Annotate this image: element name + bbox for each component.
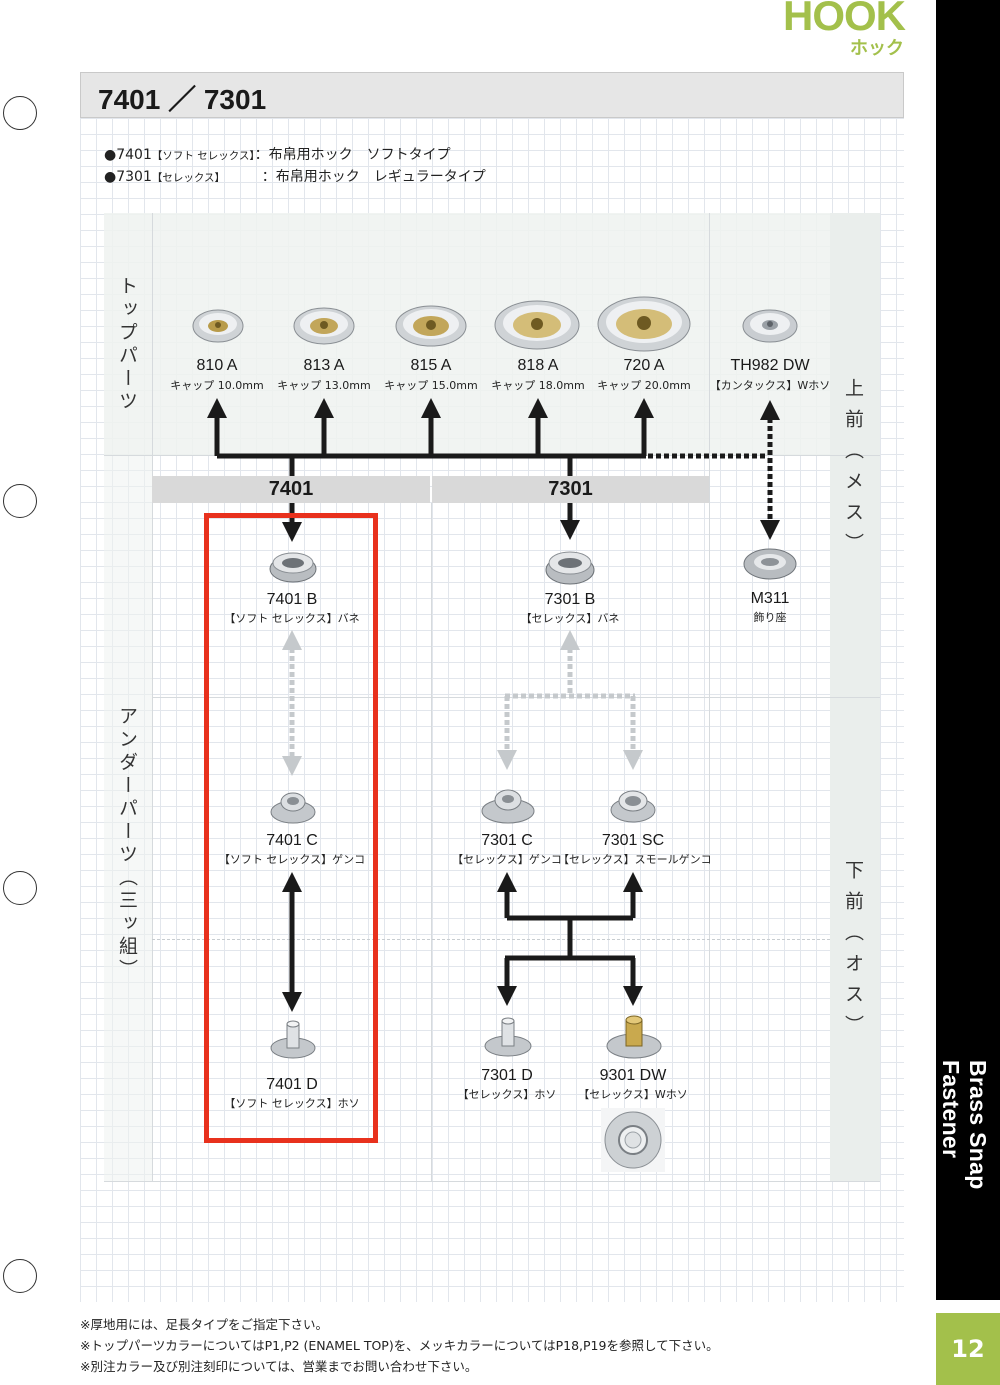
binder-hole: [3, 484, 37, 518]
part-desc-7401b: 【ソフト セレックス】バネ: [224, 612, 360, 625]
under-parts-band: [104, 455, 152, 1181]
under-parts-label: アンダーパーツ（三ッ組）: [116, 706, 138, 982]
bullet-7301: ●7301【セレックス】 ：布帛用ホック レギュラータイプ: [104, 169, 486, 185]
part-code-815a: 815 A: [410, 357, 452, 374]
part-desc-7301sc: 【セレックス】スモールゲンコ: [558, 853, 712, 866]
part-code-7401b: 7401 B: [266, 591, 318, 608]
part-code-m311: M311: [750, 590, 790, 607]
bullet-7401: ●7401【ソフト セレックス】：布帛用ホック ソフトタイプ: [104, 147, 451, 163]
column-header-7401: 7401: [152, 476, 430, 503]
cap-815a-icon: [395, 305, 467, 347]
socket-7301b-icon: [545, 551, 595, 585]
part-desc-7301c: 【セレックス】ゲンコ: [452, 853, 562, 866]
part-code-813a: 813 A: [303, 357, 345, 374]
part-desc-7401d: 【ソフト セレックス】ホソ: [224, 1097, 360, 1110]
cap-th982dw-icon: [742, 309, 798, 343]
upper-label: 上前（メス）: [842, 378, 864, 564]
part-desc-813a: キャップ 13.0mm: [277, 379, 371, 392]
lower-label: 下前（オス）: [842, 860, 864, 1046]
sidebar-brand-label: Brass Snap Fastener: [938, 1060, 991, 1190]
divider: [104, 1181, 880, 1182]
part-desc-815a: キャップ 15.0mm: [384, 379, 478, 392]
header-bar: [80, 72, 904, 118]
part-code-7301c: 7301 C: [481, 832, 533, 849]
footnote-2: ※トップパーツカラーについてはP1,P2 (ENAMEL TOP)を、メッキカラ…: [80, 1338, 719, 1353]
page-number: 12: [936, 1313, 1000, 1385]
part-code-7301b: 7301 B: [544, 591, 596, 608]
part-desc-720a: キャップ 20.0mm: [597, 379, 691, 392]
sidebar: [936, 0, 1000, 1300]
part-code-720a: 720 A: [623, 357, 665, 374]
part-desc-810a: キャップ 10.0mm: [170, 379, 264, 392]
cap-813a-icon: [293, 307, 355, 345]
binder-hole: [3, 96, 37, 130]
top-parts-label: トップパーツ: [116, 276, 138, 414]
part-code-7401d: 7401 D: [266, 1076, 318, 1093]
footnote-1: ※厚地用には、足長タイプをご指定下さい。: [80, 1317, 328, 1332]
part-code-7301d: 7301 D: [481, 1067, 533, 1084]
part-code-7401c: 7401 C: [266, 832, 318, 849]
part-desc-7301b: 【セレックス】バネ: [520, 612, 620, 625]
part-desc-7301d: 【セレックス】ホソ: [457, 1088, 557, 1101]
cap-9301dw-icon: [601, 1108, 665, 1172]
page-title: 7401 ／ 7301: [98, 84, 267, 115]
cap-818a-icon: [494, 300, 580, 350]
cap-810a-icon: [192, 309, 244, 343]
part-code-810a: 810 A: [196, 357, 238, 374]
stud-7301sc-icon: [610, 790, 656, 823]
binder-hole: [3, 871, 37, 905]
stud-7401c-icon: [270, 792, 316, 824]
divider: [152, 939, 830, 940]
part-desc-7401c: 【ソフト セレックス】ゲンコ: [218, 853, 366, 866]
footnote-3: ※別注カラー及び別注刻印については、営業までお問い合わせ下さい。: [80, 1359, 478, 1374]
socket-7401b-icon: [269, 552, 317, 583]
binder-hole: [3, 1259, 37, 1293]
post-9301dw-icon: [606, 1015, 662, 1059]
post-7301d-icon: [484, 1017, 532, 1057]
section-subtitle: ホック: [850, 38, 904, 59]
part-code-9301dw: 9301 DW: [599, 1067, 667, 1084]
post-7401d-icon: [270, 1020, 316, 1059]
part-desc-9301dw: 【セレックス】Wホソ: [578, 1088, 688, 1101]
stud-7301c-icon: [481, 789, 535, 824]
part-desc-m311: 飾り座: [753, 611, 787, 624]
part-code-th982dw: TH982 DW: [730, 357, 810, 374]
cap-720a-icon: [597, 296, 691, 352]
part-desc-th982dw: 【カンタックス】Wホソ: [709, 379, 831, 392]
highlight-box-7401: [204, 513, 378, 1143]
connector-diagram: [207, 398, 780, 1012]
part-code-7301sc: 7301 SC: [601, 832, 665, 849]
part-desc-818a: キャップ 18.0mm: [491, 379, 585, 392]
part-code-818a: 818 A: [517, 357, 559, 374]
m311-washer-icon: [743, 548, 797, 580]
section-title: HOOK: [783, 0, 906, 39]
divider: [431, 503, 432, 1181]
column-header-7301: 7301: [432, 476, 709, 503]
